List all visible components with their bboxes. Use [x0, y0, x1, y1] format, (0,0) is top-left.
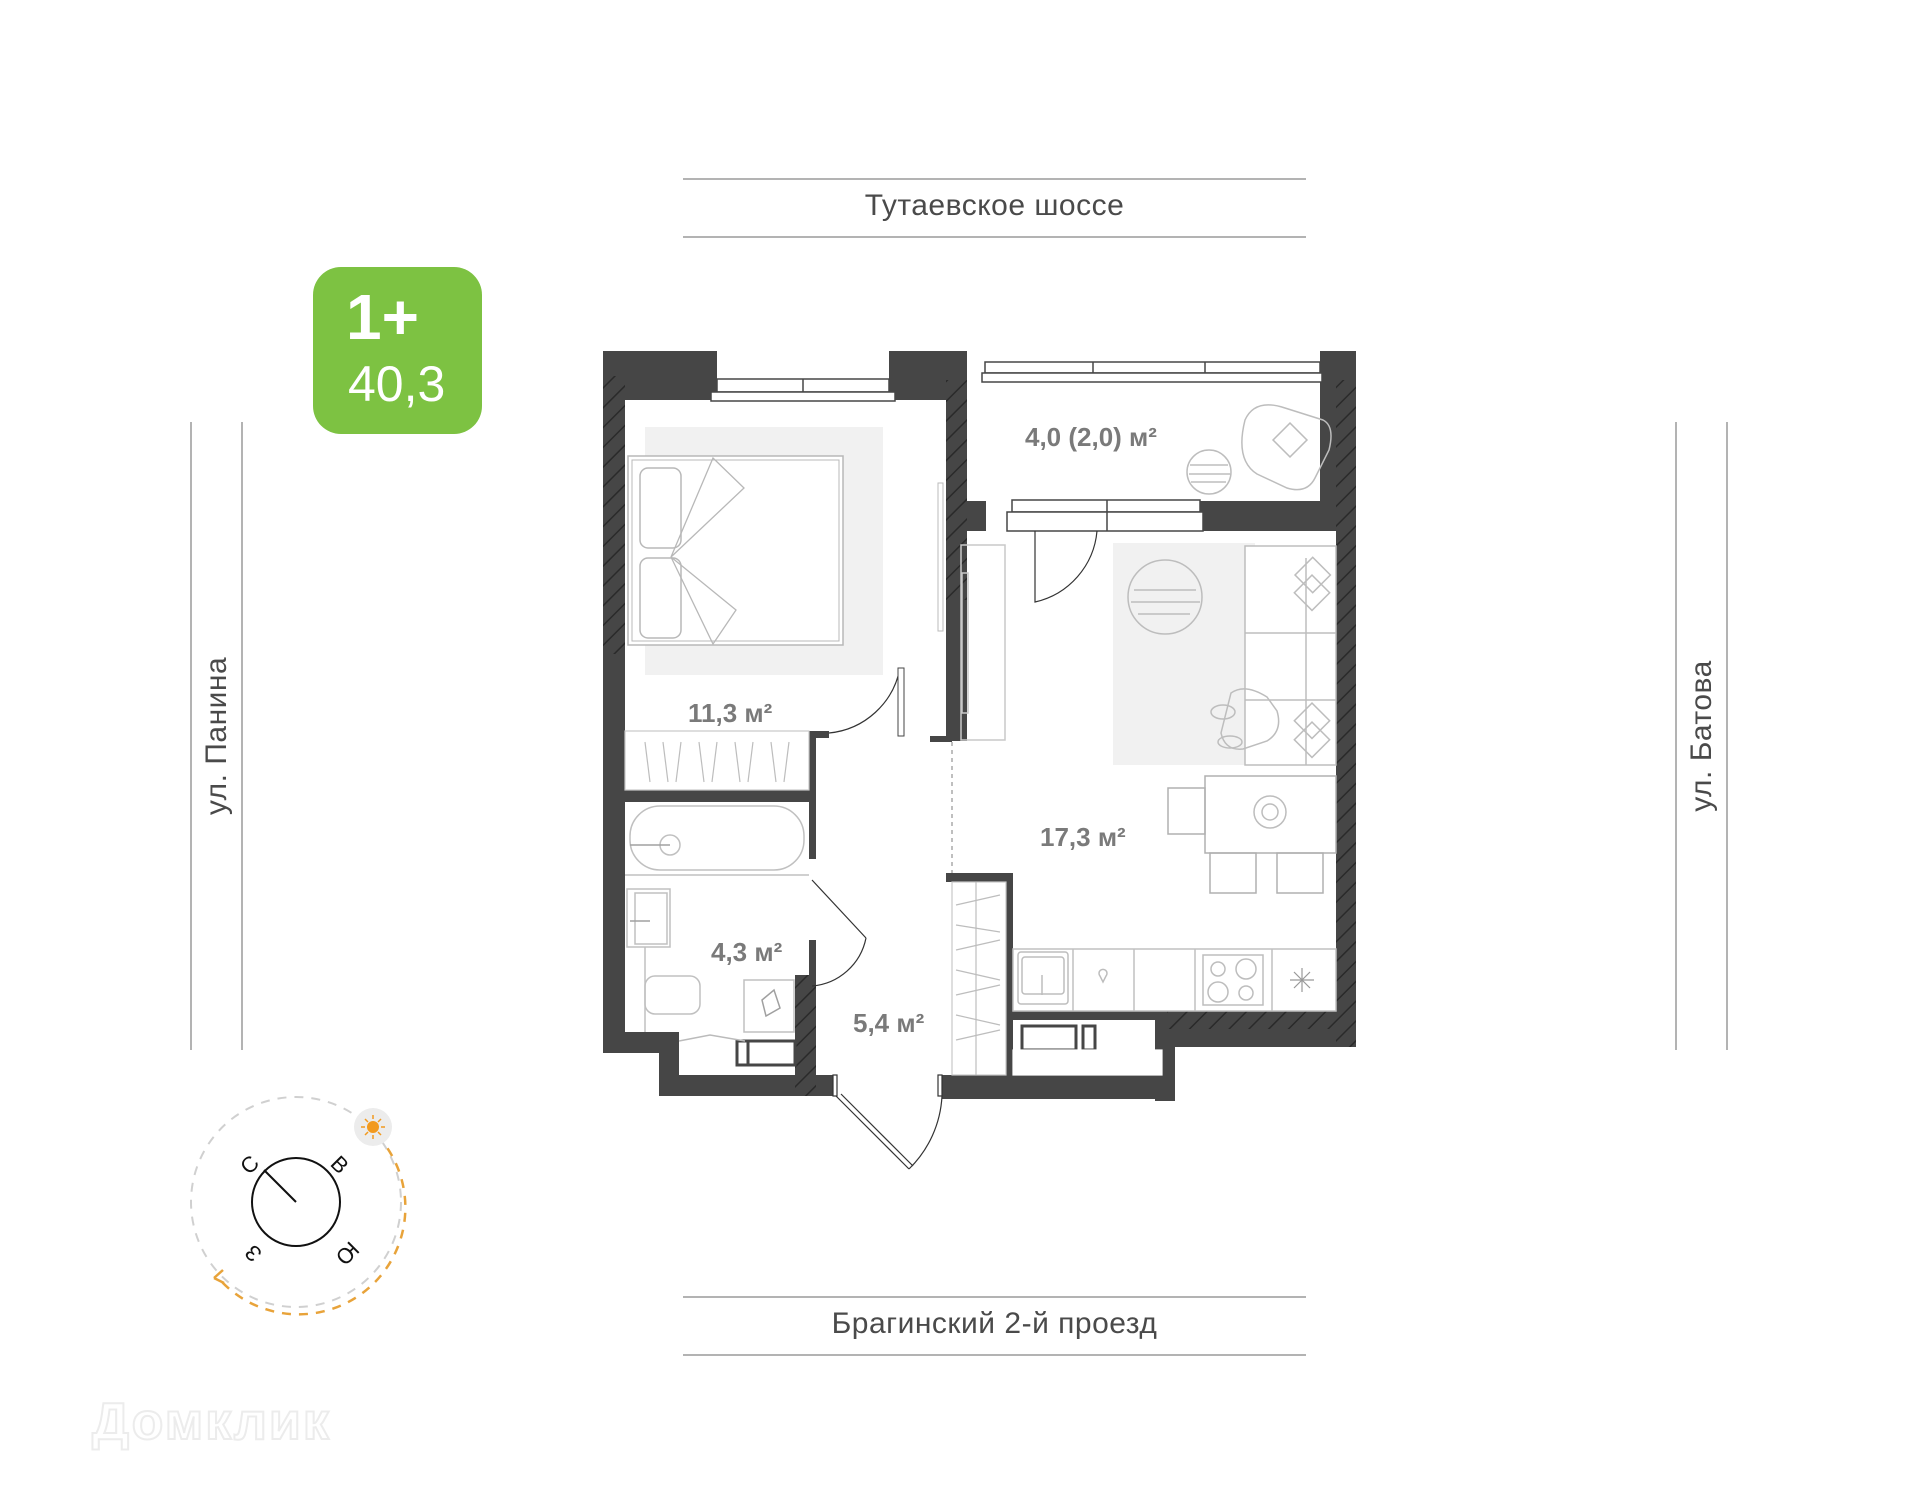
street-right: ул. Батова [1675, 422, 1728, 1050]
apartment-type-badge: 1+ 40,3 [313, 267, 482, 434]
entry-door [832, 1074, 943, 1170]
hallway-area-label: 5,4 м² [853, 1008, 925, 1038]
compass [190, 1096, 407, 1316]
street-left: ул. Панина [190, 422, 243, 1050]
street-bottom-label: Брагинский 2-й проезд [831, 1307, 1158, 1340]
rooms-count: 1+ [346, 281, 419, 353]
street-bottom: Брагинский 2-й проезд [683, 1296, 1306, 1356]
bathroom-fixtures [625, 805, 867, 1067]
bathroom-area-label: 4,3 м² [711, 937, 783, 967]
total-area: 40,3 [348, 356, 446, 412]
balcony-area-label: 4,0 (2,0) м² [1025, 422, 1157, 452]
living-kitchen-area-label: 17,3 м² [1040, 822, 1126, 852]
street-top: Тутаевское шоссе [683, 178, 1306, 238]
street-top-label: Тутаевское шоссе [864, 189, 1125, 222]
bedroom-area-label: 11,3 м² [688, 698, 773, 728]
living-furniture [951, 530, 1337, 1012]
bedroom-furniture [624, 427, 944, 791]
closets [951, 881, 1163, 1076]
windows [710, 361, 1323, 532]
watermark-logo: Домклик [91, 1392, 331, 1452]
sun-icon [354, 1108, 392, 1146]
balcony-furniture [1186, 404, 1332, 495]
